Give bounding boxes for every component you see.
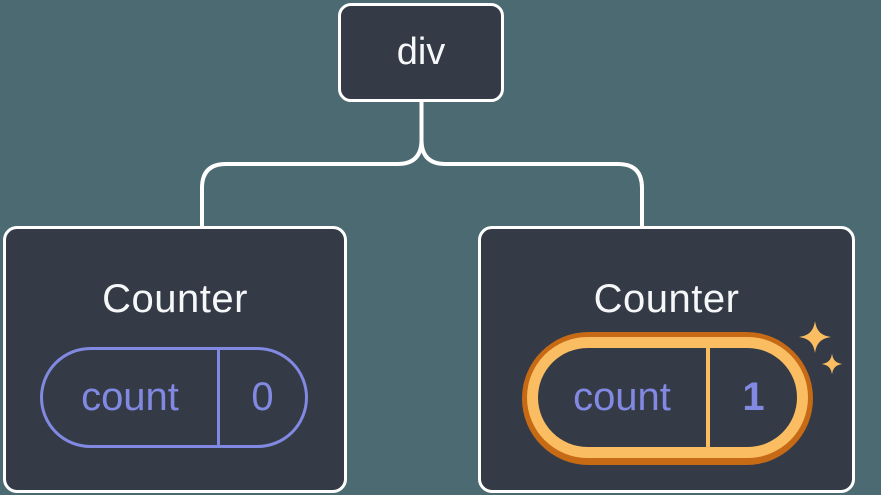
state-value: 1 — [742, 375, 765, 419]
pill-divider — [217, 350, 220, 445]
root-node-label: div — [396, 31, 446, 73]
state-key-label: count — [573, 375, 671, 419]
state-pill-highlighted: count 1 — [538, 348, 797, 447]
tree-node-counter-left: Counter count 0 — [3, 226, 347, 493]
sparkle-large-icon — [799, 321, 831, 353]
state-pill: count 0 — [40, 347, 308, 448]
pill-divider — [706, 348, 710, 447]
sparkle-small-icon — [821, 353, 843, 375]
component-name-label: Counter — [593, 277, 740, 321]
state-value: 0 — [251, 375, 274, 419]
tree-node-div: div — [338, 3, 504, 102]
highlight-ring: count 1 — [522, 332, 813, 465]
tree-node-counter-right: Counter count 1 — [478, 226, 855, 493]
state-key-label: count — [81, 375, 179, 419]
component-name-label: Counter — [102, 277, 248, 321]
